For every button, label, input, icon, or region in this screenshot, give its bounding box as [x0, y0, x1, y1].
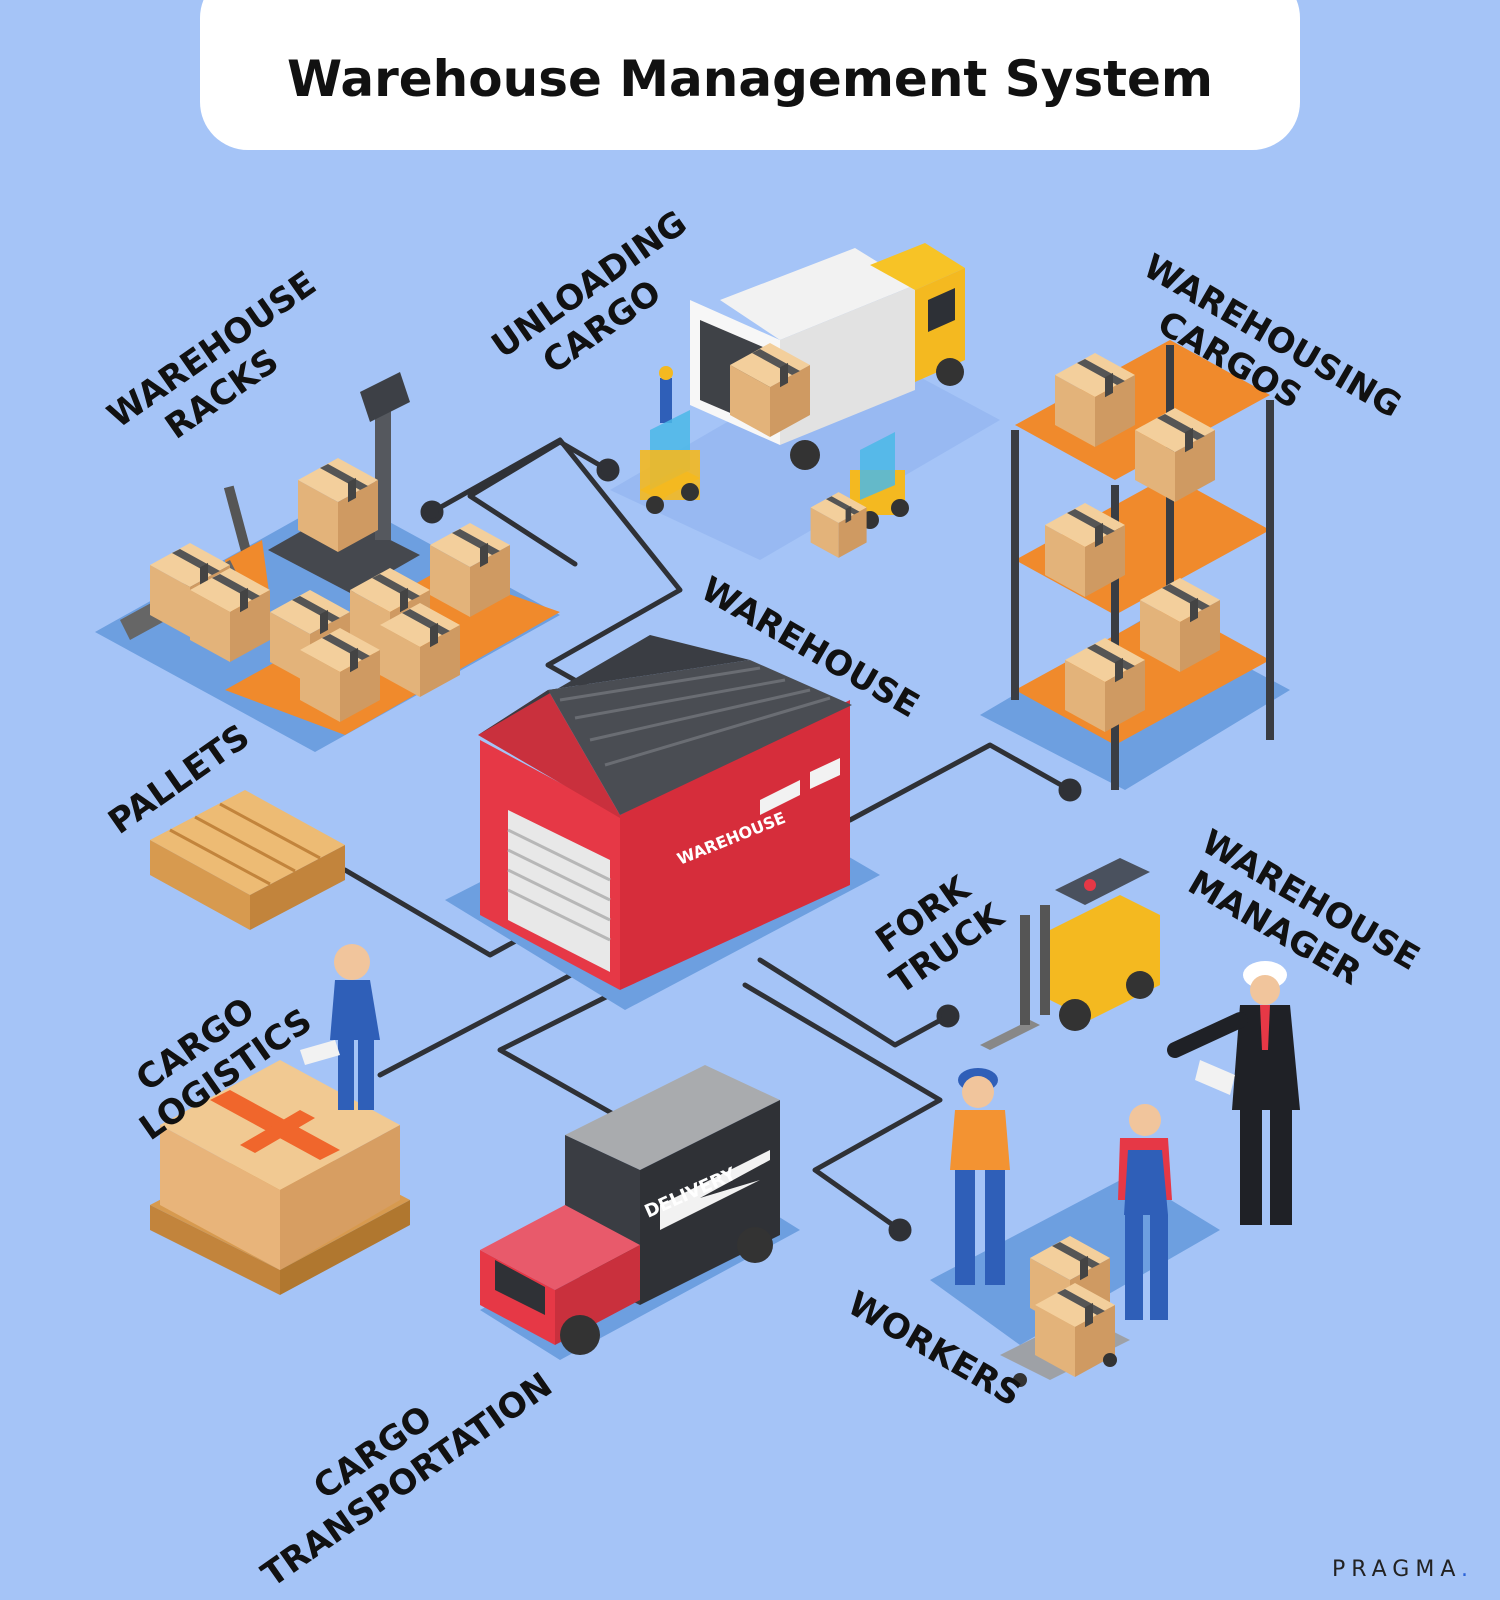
connector-workers	[742, 982, 943, 1233]
warehousing-cargos-illustration	[980, 340, 1290, 790]
brand-dot: .	[1461, 1557, 1474, 1582]
brand-logo: PRAGMA.	[1332, 1557, 1474, 1582]
brand-name: PRAGMA	[1331, 1557, 1461, 1582]
workers-illustration	[930, 1068, 1220, 1387]
cargo-logistics-illustration	[150, 944, 410, 1295]
unloading-cargo-illustration	[610, 243, 1000, 560]
connector-logistics	[377, 962, 593, 1078]
warehouse-racks-illustration	[95, 372, 560, 752]
delivery-truck-illustration	[480, 1065, 800, 1360]
pallet-illustration	[150, 790, 345, 930]
page-title: Warehouse Management System	[286, 50, 1214, 108]
fork-truck-illustration	[980, 858, 1160, 1050]
title-card: Warehouse Management System	[200, 0, 1300, 150]
warehouse-manager-illustration	[1167, 961, 1300, 1225]
connector-racks	[429, 437, 683, 703]
connector-transport	[497, 982, 633, 1118]
connector-forktruck	[757, 957, 951, 1048]
connector-unloading	[467, 439, 611, 567]
warehouse-building	[445, 635, 880, 1010]
connector-cargos	[847, 742, 1073, 823]
